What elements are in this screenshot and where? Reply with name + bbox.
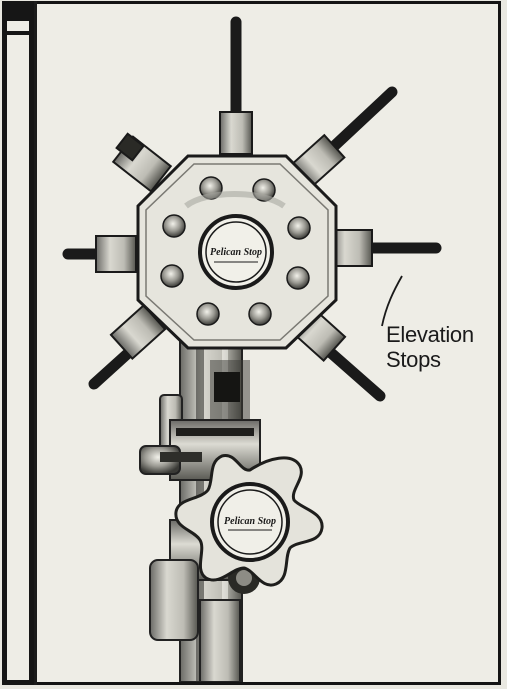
caption-line-1: Elevation	[386, 322, 474, 347]
inner-rule	[34, 1, 37, 685]
turret-logo-text: Pelican Stop	[210, 247, 262, 258]
caption-line-2: Stops	[386, 347, 441, 372]
turret-plate: Pelican Stop	[136, 154, 338, 350]
side-margin-inner	[7, 35, 29, 680]
side-margin-bar	[2, 1, 34, 685]
annotation-leader-line	[381, 275, 403, 327]
knob-logo-text: Pelican Stop	[224, 516, 276, 527]
side-margin-tab	[7, 21, 29, 31]
star-knob: Pelican Stop	[174, 454, 324, 587]
elevation-stops-caption: Elevation Stops	[386, 322, 474, 372]
stop-rail-drawing: Pelican Stop	[62, 16, 442, 682]
